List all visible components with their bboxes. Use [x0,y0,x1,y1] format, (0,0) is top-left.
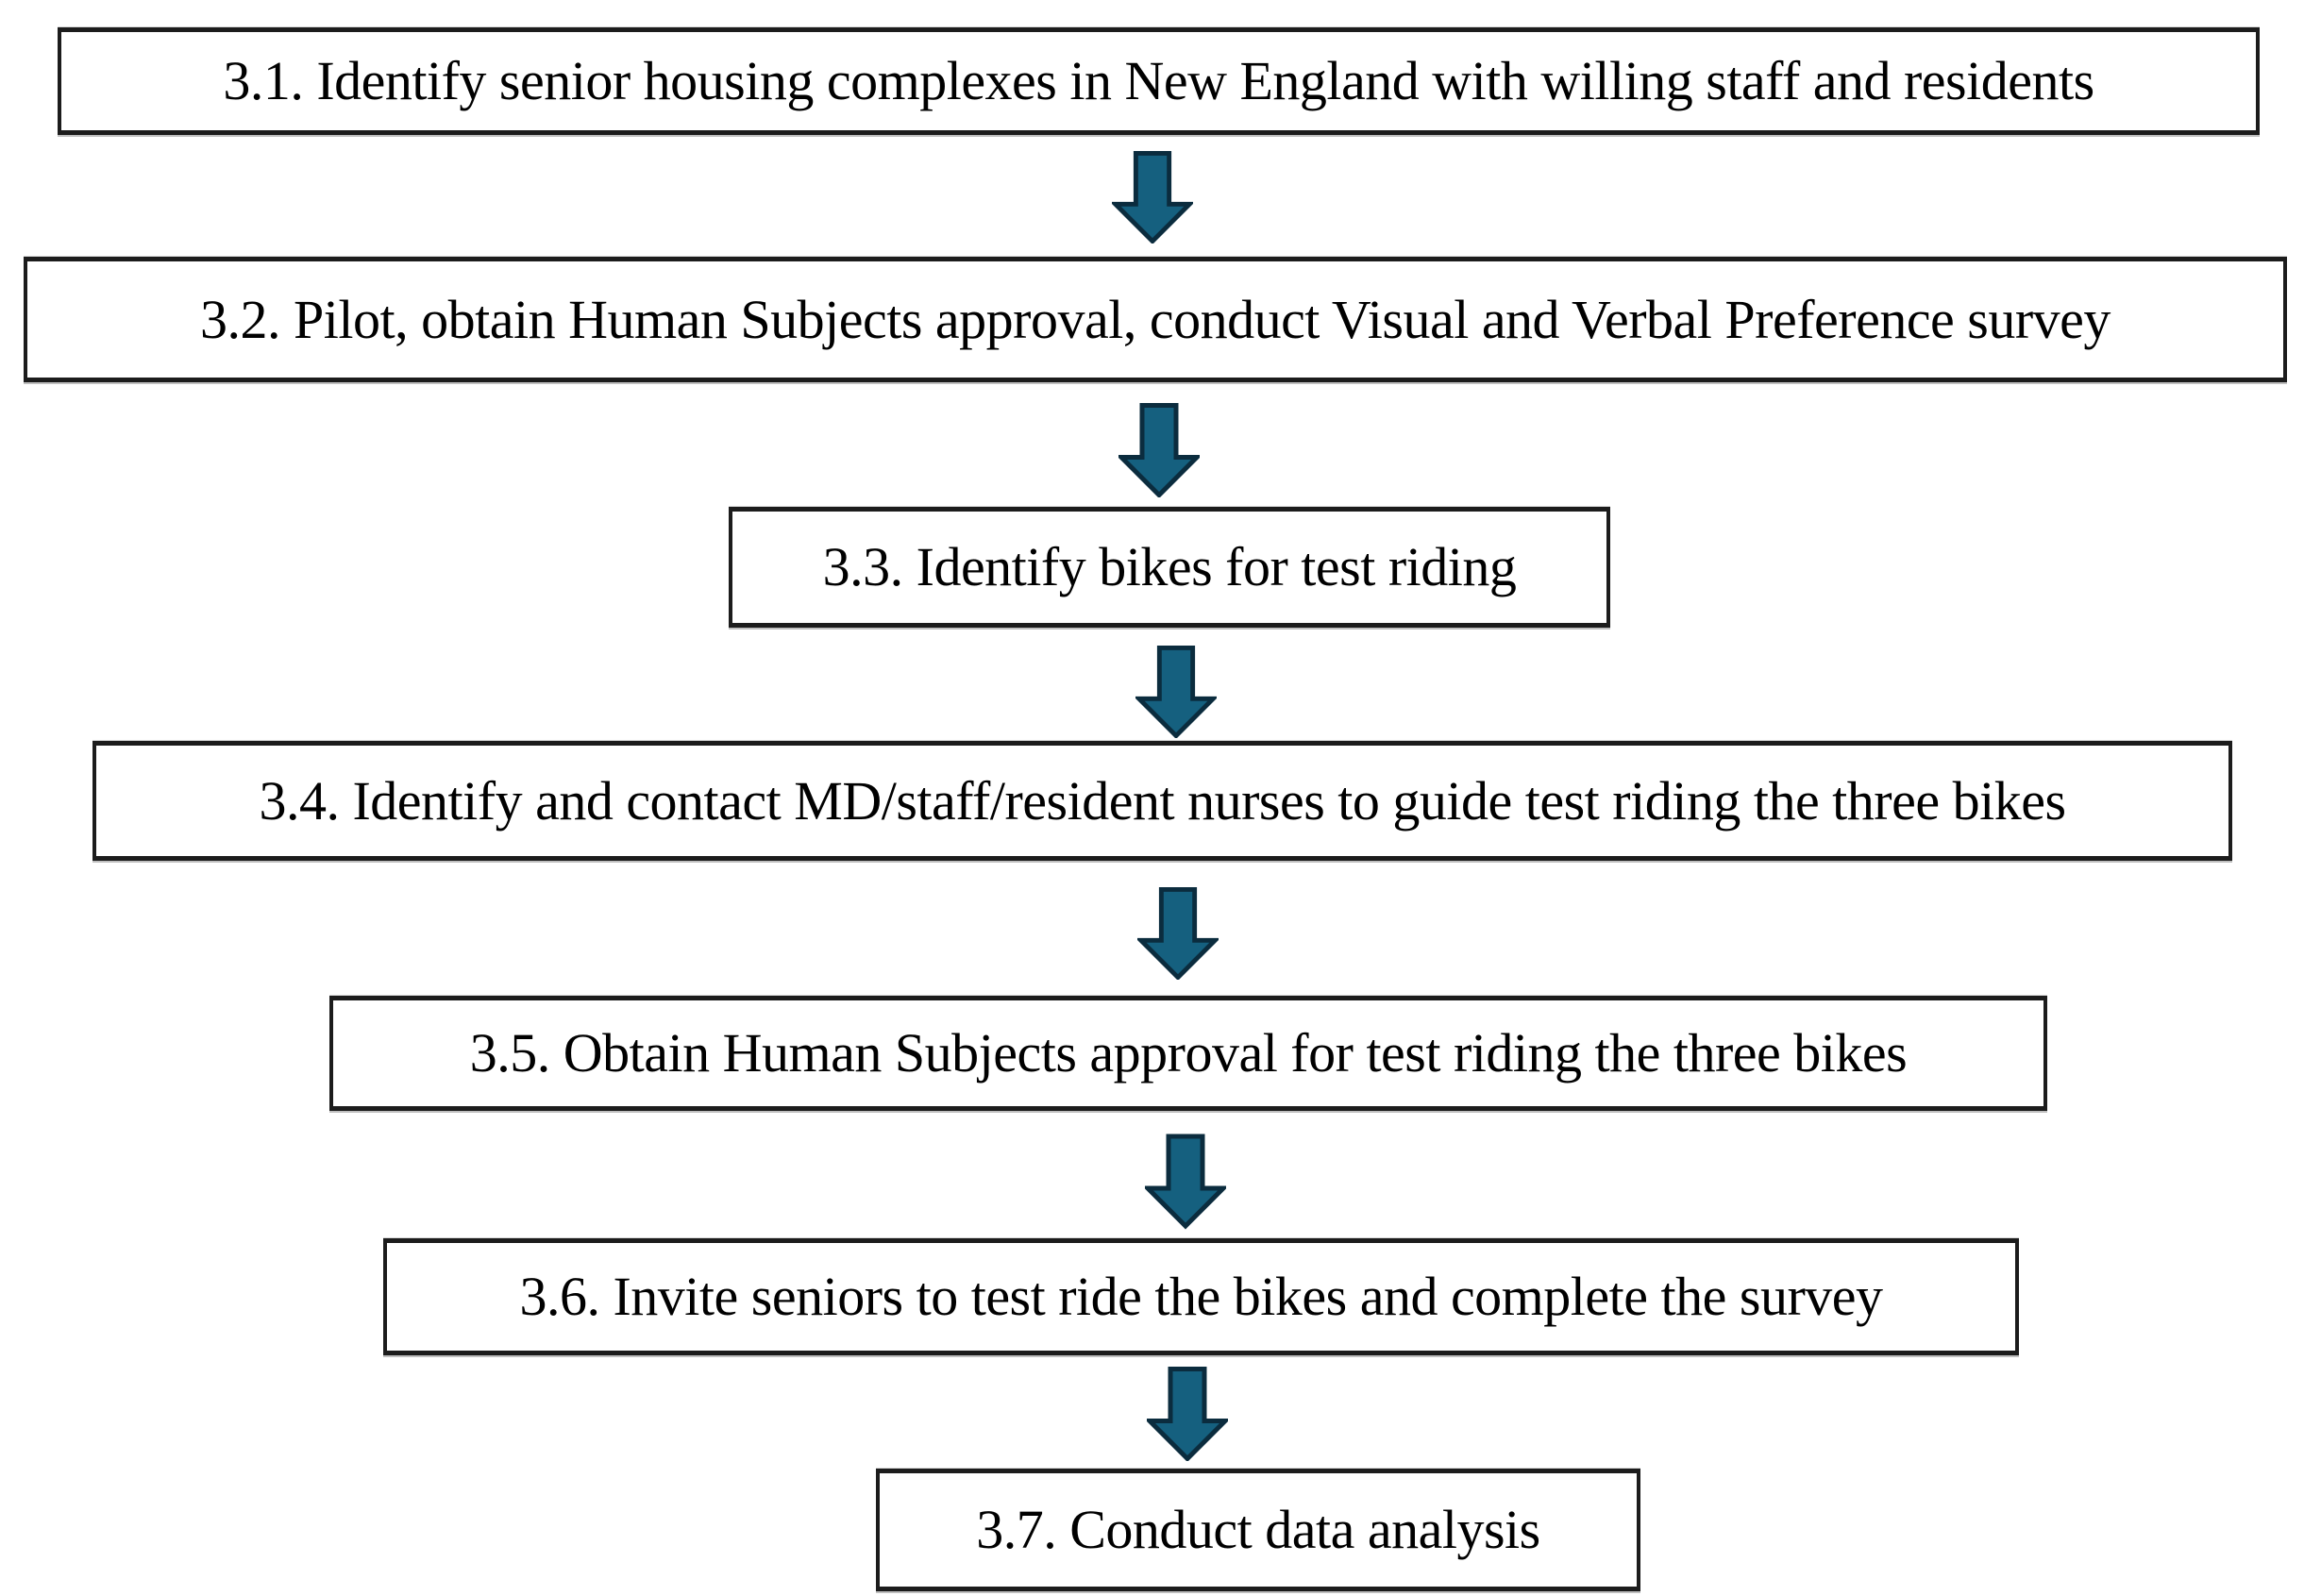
flow-step-box: 3.7. Conduct data analysis [876,1469,1640,1591]
flow-step-box: 3.5. Obtain Human Subjects approval for … [329,996,2047,1111]
down-arrow-icon [1135,646,1217,738]
flow-step-label: 3.5. Obtain Human Subjects approval for … [469,1022,1908,1084]
down-arrow-icon [1112,151,1193,244]
flow-step-box: 3.1. Identify senior housing complexes i… [58,27,2260,135]
flow-step-box: 3.3. Identify bikes for test riding [729,507,1610,628]
flow-step-label: 3.1. Identify senior housing complexes i… [223,50,2094,112]
down-arrow-icon [1147,1367,1228,1461]
flow-step-box: 3.4. Identify and contact MD/staff/resid… [92,741,2232,861]
flow-step-label: 3.6. Invite seniors to test ride the bik… [519,1266,1883,1328]
flow-step-box: 3.6. Invite seniors to test ride the bik… [383,1238,2019,1355]
flow-step-label: 3.2. Pilot, obtain Human Subjects approv… [200,288,2111,350]
down-arrow-icon [1118,403,1200,497]
down-arrow-icon [1137,887,1219,980]
flow-step-label: 3.4. Identify and contact MD/staff/resid… [259,769,2066,832]
down-arrow-icon [1145,1134,1226,1230]
flow-step-label: 3.7. Conduct data analysis [976,1499,1540,1561]
flow-step-box: 3.2. Pilot, obtain Human Subjects approv… [24,257,2287,382]
flow-step-label: 3.3. Identify bikes for test riding [822,536,1517,598]
